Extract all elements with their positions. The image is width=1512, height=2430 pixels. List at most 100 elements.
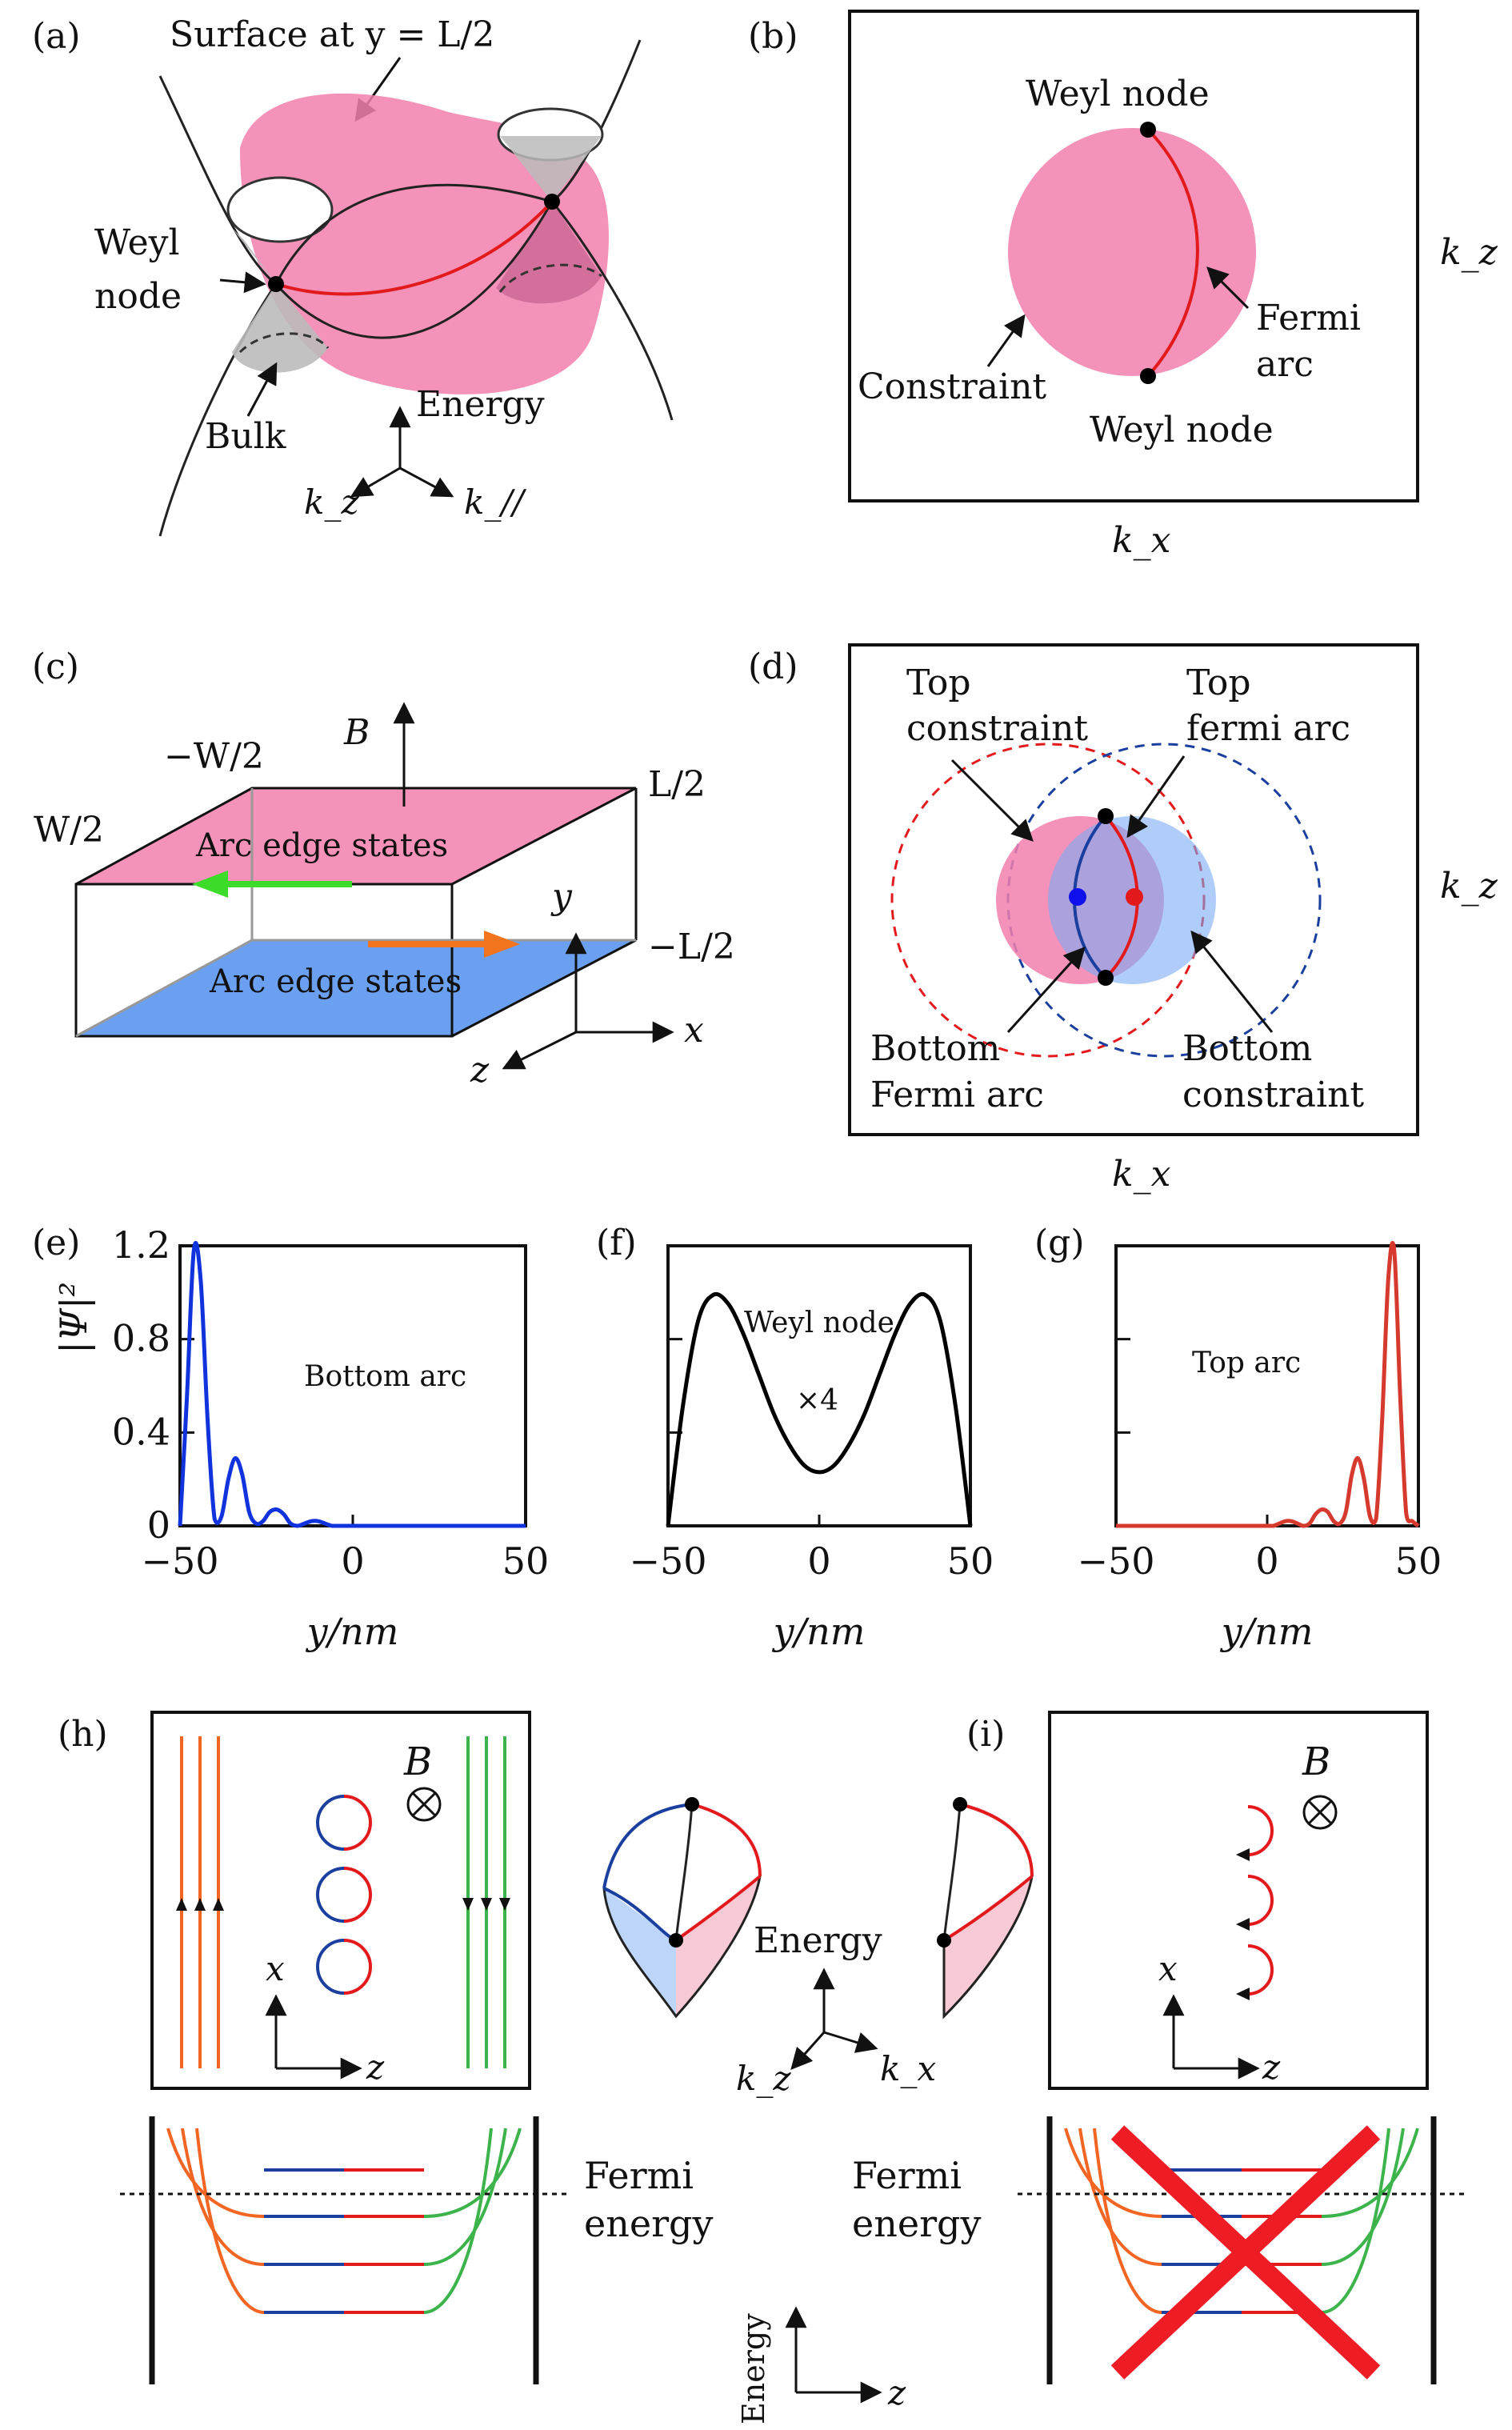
weyl-node-right: [544, 194, 560, 210]
bulk-cone-lower-left: [232, 284, 328, 373]
fermi-arc-a: [275, 200, 554, 296]
fermi-label-i-2: energy: [852, 2202, 982, 2245]
cone-left-node-top: [685, 1797, 699, 1811]
cone-right-pink: [944, 1876, 1032, 2016]
minus-l2-label: −L/2: [648, 927, 735, 967]
xtick-label-g: −50: [1077, 1539, 1154, 1583]
green-branch: [1321, 2128, 1405, 2266]
cone-left-red-arc-2: [674, 1875, 762, 1942]
fermi-label-i-1: Fermi: [852, 2154, 962, 2197]
landau-levels-left: [120, 2116, 568, 2384]
weyl-node-d-bottom: [1098, 970, 1114, 986]
axis-kx-mid: [823, 2031, 878, 2053]
bottom-constraint-label-1: Bottom: [1182, 1028, 1312, 1069]
surface-label: Surface at y = L/2: [170, 14, 494, 55]
weyl-node-d-top: [1098, 808, 1114, 824]
bottom-constraint-arrow: [1190, 930, 1274, 1033]
weyl-node-b-bottom-label: Weyl node: [1090, 410, 1274, 450]
bulk-cone-upper-right: [500, 136, 602, 202]
ytick-label-e: 1.2: [112, 1223, 170, 1267]
bottom-arc-arrow: [1006, 946, 1086, 1034]
cone-left-middle-line: [674, 1803, 694, 1941]
cross-stroke-2: [1110, 2125, 1381, 2380]
constraint-b-label: Constraint: [858, 366, 1046, 407]
axis-kz-a-label: k_z: [304, 482, 359, 522]
xtick-label-e: 0: [341, 1539, 364, 1583]
axis-kx-mid-label: k_x: [880, 2049, 936, 2088]
xlabel-g: y/nm: [1220, 1610, 1314, 1653]
xtick-label-e: −50: [141, 1539, 218, 1583]
top-arc-label-2: fermi arc: [1186, 708, 1350, 749]
w2-label: W/2: [34, 810, 104, 851]
bulk-label: Bulk: [205, 416, 286, 457]
cone-left-outline: [602, 1876, 762, 2019]
cone-right-red-arc-2: [942, 1875, 1034, 1942]
energy-label-a: Energy: [416, 384, 545, 425]
axis-kz-a: [350, 466, 401, 498]
axis-kz-b: k_z: [1440, 232, 1498, 273]
red-node-d: [1126, 888, 1143, 906]
axis-kpar-a: [399, 466, 454, 498]
axis-z-c-label: z: [470, 1050, 490, 1091]
bottom-arc-label-1: Bottom: [870, 1028, 1000, 1069]
green-edge-arrowheads: [462, 1898, 510, 1911]
b-field-into-page-h: [406, 1787, 442, 1822]
constraint-b-arrow: [986, 314, 1026, 367]
top-arc-arrow: [1126, 755, 1186, 839]
band-line-lower: [274, 201, 554, 339]
orange-branch: [166, 2128, 265, 2218]
weyl-label-a-2: node: [94, 276, 182, 317]
cone-left-blue: [604, 1888, 676, 2016]
panel-c-tag: (c): [32, 647, 79, 687]
series-line-e: [178, 1241, 526, 1528]
cone-left-pink: [676, 1876, 760, 2016]
b-field-into-page-i: [1302, 1795, 1338, 1830]
orange-branch: [1064, 2128, 1162, 2218]
b-label-c: B: [343, 712, 370, 753]
cone-right-outline: [942, 1876, 1034, 2020]
cyclotron-orbits: [316, 1795, 372, 1995]
xtick-label-e: 50: [502, 1539, 550, 1583]
ytick-label-e: 0.8: [112, 1317, 170, 1360]
panel-d-tag: (d): [748, 647, 798, 687]
green-branch: [1321, 2128, 1390, 2314]
half-orbit-arrowheads-i: [1236, 1848, 1250, 2000]
constraint-disk-b: [1008, 128, 1256, 376]
orange-edge-arrow-head: [484, 931, 520, 958]
weyl-node-b-bottom: [1140, 368, 1156, 384]
axis-kx-b: k_x: [1112, 520, 1171, 561]
cone-right-node-bottom: [937, 1933, 951, 1948]
surface-blob: [240, 93, 609, 394]
axis-kpar-a-label: k_//: [464, 482, 527, 522]
fermi-label-h-1: Fermi: [584, 2154, 694, 2197]
bulk-dash-right: [498, 263, 602, 293]
xtick-label-f: −50: [629, 1539, 706, 1583]
panel-b: (b) Weyl node Weyl node Fermi arc Constr…: [748, 10, 1498, 561]
top-constraint-label-2: constraint: [906, 708, 1088, 749]
axis-kz-mid-label: k_z: [736, 2059, 791, 2098]
arc-edge-top-label: Arc edge states: [195, 827, 448, 864]
annotation-f: Weyl node: [744, 1307, 894, 1339]
axis-x-h-label: x: [266, 1949, 285, 1988]
panel-i: (i) B x z: [966, 1711, 1429, 2090]
green-branch: [1321, 2128, 1419, 2218]
panel-b-tag: (b): [748, 16, 798, 57]
panel-i-tag: (i): [966, 1714, 1005, 1755]
weyl-node-left: [268, 276, 284, 292]
ylabel-e: |Ψ|²: [52, 1282, 95, 1354]
cone-right-middle-line: [942, 1803, 962, 1941]
series-line-f: [666, 1291, 973, 1527]
axis-kz-d: k_z: [1440, 866, 1498, 907]
top-constraint-arrow: [950, 759, 1034, 842]
fermi-arc-b-label-2: arc: [1256, 344, 1314, 385]
panel-b-frame: [848, 10, 1419, 502]
bulk-cone-upper-left: [232, 228, 276, 284]
axis-z-c: [502, 1031, 577, 1070]
xlabel-f: y/nm: [772, 1610, 866, 1653]
top-arc-label-1: Top: [1186, 663, 1251, 703]
axis-x-i-label: x: [1158, 1949, 1178, 1988]
green-branch: [423, 2128, 493, 2314]
bulk-arrow: [246, 362, 278, 417]
